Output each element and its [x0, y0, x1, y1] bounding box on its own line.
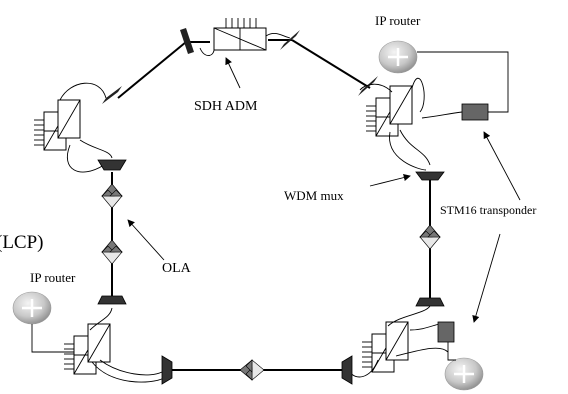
- adm-icon: [361, 321, 409, 373]
- mirror-icon: [102, 28, 378, 104]
- lcp-label: (LCP): [0, 232, 44, 253]
- adm-icon: [365, 85, 413, 137]
- wdm-mux-icon: [97, 159, 445, 385]
- ip-router-top-label: IP router: [375, 13, 421, 28]
- ola-label: OLA: [162, 261, 192, 276]
- adm-icon: [63, 323, 111, 375]
- wdm-mux-label: WDM mux: [284, 188, 344, 203]
- ip-router-left-label: IP router: [30, 270, 76, 285]
- adm-icon: [199, 18, 291, 56]
- annotation-arrows: [127, 57, 521, 323]
- ring-fibers: [111, 39, 431, 371]
- transponder-icon: [437, 103, 489, 343]
- stm16-label: STM16 transponder: [440, 203, 536, 217]
- adm-icon: [33, 99, 81, 151]
- sdh-adm-label: SDH ADM: [194, 99, 258, 114]
- router-icon: [12, 40, 484, 391]
